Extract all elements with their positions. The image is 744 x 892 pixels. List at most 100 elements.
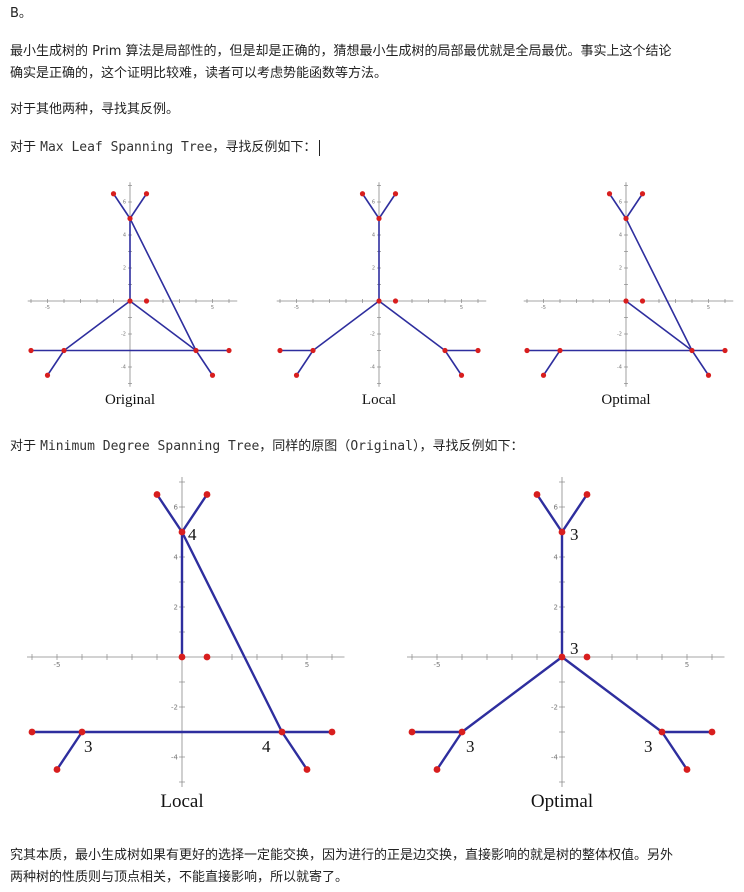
min-degree-local-vertex: [178, 653, 186, 661]
conclusion-line1: 究其本质，最小生成树如果有更好的选择一定能交换，因为进行的正是边交换，直接影响的…: [10, 848, 674, 863]
max-leaf-local-vertex: [376, 298, 382, 304]
min-degree-local-caption: Local: [160, 791, 203, 812]
max-leaf-optimal-x-tick-label: 5: [707, 305, 710, 311]
min-degree-optimal-vertex: [583, 653, 591, 661]
min-degree-optimal-edge: [535, 493, 564, 534]
min-degree-optimal-edge: [460, 655, 564, 734]
min-degree-optimal-vertex: [558, 528, 566, 536]
max-leaf-local-x-tick-label: 5: [460, 305, 463, 311]
max-leaf-optimal-vertex: [524, 347, 530, 354]
max-leaf-original-y-tick-label: -2: [121, 332, 126, 338]
min-degree-local-edge: [55, 730, 84, 771]
min-degree-optimal-edge: [560, 493, 589, 534]
max-leaf-local-caption: Local: [362, 392, 396, 408]
min-degree-optimal-degree-label: 3: [644, 737, 653, 756]
min-degree-local-x-tick-label: -5: [54, 661, 61, 669]
min-degree-local-y-tick-label: 2: [174, 603, 178, 611]
min-degree-prefix: 对于: [10, 439, 41, 454]
max-leaf-local-edge: [295, 349, 314, 377]
min-degree-optimal-degree-label: 3: [466, 737, 475, 756]
min-degree-local-vertex: [328, 728, 336, 736]
min-degree-optimal-x-tick-label: 5: [685, 661, 689, 669]
max-leaf-local-y-tick-label: 6: [372, 200, 375, 206]
min-degree-optimal-y-tick-label: 6: [554, 503, 559, 511]
max-leaf-optimal-vertex: [705, 372, 712, 378]
min-degree-optimal-y-tick-label: -2: [551, 703, 558, 711]
min-degree-local-vertex: [303, 766, 311, 773]
max-leaf-optimal-vertex: [540, 372, 547, 378]
max-leaf-original-edge: [63, 300, 131, 352]
max-leaf-original-vertex: [209, 372, 216, 378]
min-degree-local-edge: [280, 730, 309, 771]
min-degree-local-y-tick-label: 4: [174, 553, 179, 561]
max-leaf-optimal-vertex: [639, 298, 646, 304]
max-leaf-local-x-tick-label: -5: [294, 305, 299, 311]
max-leaf-optimal-vertex: [606, 191, 613, 197]
min-degree-optimal-caption: Optimal: [531, 791, 593, 812]
max-leaf-original-edge: [129, 192, 148, 220]
text-cursor: [319, 139, 321, 156]
max-leaf-original-edge: [46, 349, 65, 377]
min-degree-local-edge: [180, 493, 209, 534]
max-leaf-optimal-y-tick-label: 6: [619, 200, 622, 206]
paragraph-prim-line1: 最小生成树的 Prim 算法是局部性的，但是却是正确的，猜想最小生成树的局部最优…: [10, 44, 672, 59]
max-leaf-optimal-y-tick-label: 2: [619, 266, 622, 272]
max-leaf-original-caption: Original: [105, 392, 155, 408]
max-leaf-optimal-vertex: [623, 298, 629, 304]
max-leaf-local-vertex: [310, 347, 316, 354]
max-leaf-original-edge: [195, 349, 214, 377]
max-leaf-local-edge: [444, 349, 463, 377]
min-degree-local-vertex: [178, 528, 186, 536]
max-leaf-original-vertex: [226, 347, 232, 354]
max-leaf-local-y-tick-label: -4: [370, 365, 375, 371]
min-degree-local-degree-label: 4: [262, 737, 271, 756]
min-degree-optimal-degree-label: 3: [570, 525, 579, 544]
max-leaf-original-y-tick-label: 4: [123, 233, 126, 239]
conclusion-line2: 两种树的性质则与顶点相关，不能直接影响，所以就寄了。: [10, 870, 349, 885]
max-leaf-local-edge: [361, 192, 380, 220]
min-degree-optimal-y-tick-label: -4: [551, 753, 559, 761]
max-leaf-optimal-caption: Optimal: [601, 392, 650, 408]
min-degree-optimal-edge: [435, 730, 464, 771]
max-leaf-term: Max Leaf Spanning Tree: [40, 140, 213, 155]
min-degree-local-vertex: [203, 491, 211, 498]
min-degree-local-y-tick-label: -2: [171, 703, 178, 711]
max-leaf-original-x-tick-label: 5: [211, 305, 214, 311]
min-degree-optimal-vertex: [533, 491, 541, 498]
max-leaf-optimal-y-tick-label: -4: [617, 365, 622, 371]
max-leaf-original-edge: [129, 300, 197, 352]
min-degree-local-degree-label: 4: [188, 525, 197, 544]
max-leaf-local-vertex: [442, 347, 448, 354]
max-leaf-local-vertex: [293, 372, 300, 378]
max-leaf-original-vertex: [44, 372, 51, 378]
min-degree-optimal-vertex: [708, 728, 716, 736]
max-leaf-local-vertex: [392, 191, 399, 197]
max-leaf-original-edge: [112, 192, 131, 220]
min-degree-local-vertex: [28, 728, 36, 736]
max-leaf-optimal-vertex: [722, 347, 728, 354]
answer-text: B。: [10, 6, 32, 21]
max-leaf-original-vertex: [143, 298, 150, 304]
max-leaf-original-vertex: [193, 347, 199, 354]
max-leaf-optimal-y-tick-label: -2: [617, 332, 622, 338]
max-leaf-original-vertex: [127, 298, 133, 304]
min-degree-optimal-edge: [560, 655, 664, 734]
max-leaf-optimal-edge: [625, 192, 644, 220]
max-leaf-local-edge: [378, 300, 446, 352]
min-degree-middle: ，同样的原图（: [259, 439, 351, 454]
min-degree-local-vertex: [53, 766, 61, 773]
min-degree-local-vertex: [278, 728, 286, 736]
min-degree-optimal-vertex: [658, 728, 666, 736]
max-leaf-original-vertex: [110, 191, 117, 197]
max-leaf-optimal-x-tick-label: -5: [541, 305, 546, 311]
min-degree-local-y-tick-label: -4: [171, 753, 179, 761]
min-degree-optimal-vertex: [558, 653, 566, 661]
max-leaf-original-vertex: [143, 191, 150, 197]
max-leaf-suffix: ，寻找反例如下：: [212, 140, 317, 155]
max-leaf-local-vertex: [359, 191, 366, 197]
original-term: Original: [350, 439, 413, 454]
